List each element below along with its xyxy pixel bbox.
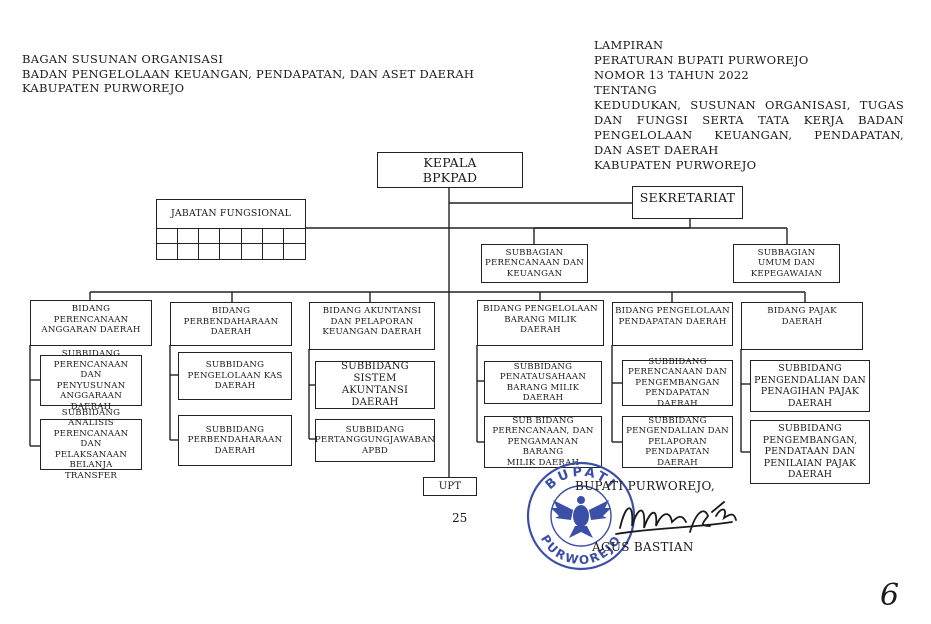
subbidang-pelaporan-pendapatan-box: SUBBIDANG PENGENDALIAN DAN PELAPORAN PEN…: [622, 416, 733, 468]
subbidang-pengelolaan-kas-box: SUBBIDANG PENGELOLAAN KAS DAERAH: [178, 352, 292, 400]
jabatan-fungsional-grid: [156, 228, 306, 260]
subbidang-penyusunan-anggaran-box: SUBBIDANG PERENCANAAN DAN PENYUSUNAN ANG…: [40, 349, 142, 412]
page-initial-mark: 6: [880, 578, 900, 613]
kepala-box: KEPALA BPKPAD: [377, 152, 523, 188]
bidang-perbendaharaan-box: BIDANG PERBENDAHARAAN DAERAH: [170, 302, 292, 346]
subbidang-pengembangan-pendapatan-box: SUBBIDANG PERENCANAAN DAN PENGEMBANGAN P…: [622, 357, 733, 409]
bidang-pengelolaan-pendapatan-box: BIDANG PENGELOLAAN PENDAPATAN DAERAH: [612, 302, 733, 346]
subbagian-umum-kepegawaian-box: SUBBAGIAN UMUM DAN KEPEGAWAIAN: [733, 244, 840, 283]
handwritten-signature-icon: [615, 501, 737, 535]
bidang-akuntansi-pelaporan-box: BIDANG AKUNTANSI DAN PELAPORAN KEUANGAN …: [309, 302, 435, 350]
sekretariat-box: SEKRETARIAT: [632, 186, 743, 219]
document-title-block: BAGAN SUSUNAN ORGANISASI BADAN PENGELOLA…: [22, 52, 474, 96]
regulation-number: NOMOR 13 TAHUN 2022: [594, 68, 750, 82]
subbidang-penagihan-pajak-box: SUBBIDANG PENGENDALIAN DAN PENAGIHAN PAJ…: [750, 360, 870, 412]
regarding-line-3: PENGELOLAAN KEUANGAN, PENDAPATAN,: [594, 128, 904, 142]
subbidang-penilaian-pajak-box: SUBBIDANG PENGEMBANGAN, PENDATAAN DAN PE…: [750, 420, 870, 484]
signatory-title: BUPATI PURWOREJO,: [575, 479, 716, 493]
regarding-label: TENTANG: [594, 83, 657, 97]
document-title-line-1: BAGAN SUSUNAN ORGANISASI: [22, 52, 224, 66]
attachment-label: LAMPIRAN: [594, 38, 664, 52]
bidang-pengelolaan-barang-box: BIDANG PENGELOLAAN BARANG MILIK DAERAH: [477, 300, 604, 346]
official-seal-stamp: BUPATI PURWOREJO: [526, 461, 636, 571]
regarding-line-1: KEDUDUKAN, SUSUNAN ORGANISASI, TUGAS: [594, 98, 904, 112]
regarding-line-5: KABUPATEN PURWOREJO: [594, 158, 757, 172]
subbidang-perbendaharaan-box: SUBBIDANG PERBENDAHARAAN DAERAH: [178, 415, 292, 466]
regulation-title: PERATURAN BUPATI PURWOREJO: [594, 53, 809, 67]
subbidang-penatausahaan-barang-box: SUBBIDANG PENATAUSAHAAN BARANG MILIK DAE…: [484, 361, 602, 404]
regarding-line-4: DAN ASET DAERAH: [594, 143, 719, 157]
attachment-reference-block: LAMPIRAN PERATURAN BUPATI PURWOREJO NOMO…: [594, 38, 904, 173]
subbidang-pengamanan-barang-box: SUB BIDANG PERENCANAAN, DAN PENGAMANAN B…: [484, 416, 602, 468]
bidang-perencanaan-anggaran-box: BIDANG PERENCANAAN ANGGARAN DAERAH: [30, 300, 152, 346]
bidang-pajak-daerah-box: BIDANG PAJAK DAERAH: [741, 302, 863, 350]
document-title-line-2: BADAN PENGELOLAAN KEUANGAN, PENDAPATAN, …: [22, 66, 475, 81]
page-number: 25: [452, 511, 468, 525]
regarding-line-2: DAN FUNGSI SERTA TATA KERJA BADAN: [594, 113, 904, 127]
garuda-emblem-icon: [551, 496, 611, 538]
jabatan-fungsional-box: JABATAN FUNGSIONAL: [156, 199, 306, 229]
document-title-line-3: KABUPATEN PURWOREJO: [22, 81, 185, 95]
subbidang-sistem-akuntansi-box: SUBBIDANG SISTEM AKUNTANSI DAERAH: [315, 361, 435, 409]
upt-box: UPT: [423, 477, 477, 496]
subbagian-perencanaan-keuangan-box: SUBBAGIAN PERENCANAAN DAN KEUANGAN: [481, 244, 588, 283]
signatory-name: AGUS BASTIAN: [592, 540, 694, 554]
subbidang-analisis-belanja-box: SUBBIDANG ANALISIS PERENCANAAN DAN PELAK…: [40, 408, 142, 481]
subbidang-pertanggungjawaban-box: SUBBIDANG PERTANGGUNGJAWABAN APBD: [315, 419, 435, 462]
